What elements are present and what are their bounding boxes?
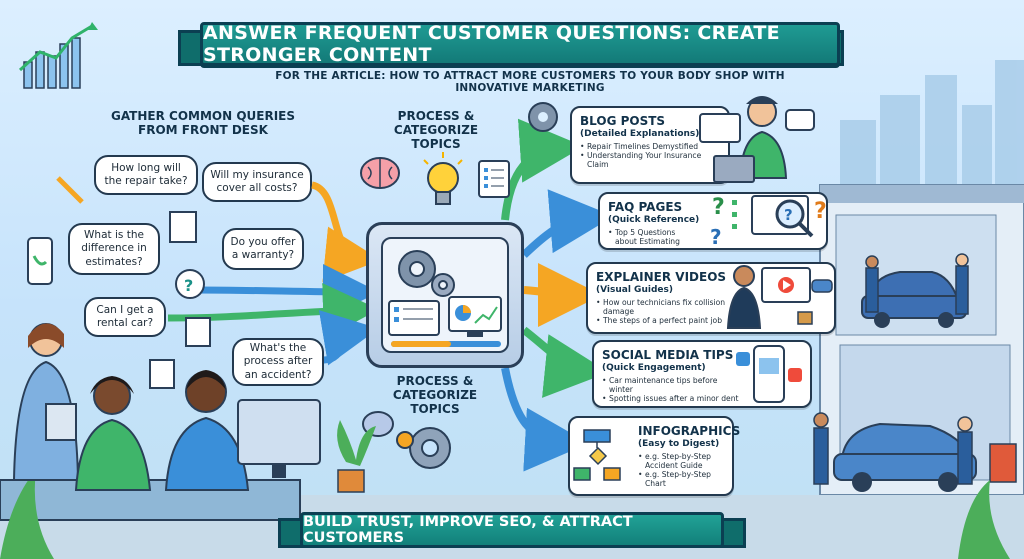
title-ribbon-left-tail — [178, 30, 204, 66]
mechanic-icon — [865, 253, 969, 315]
mechanic-icon — [813, 412, 973, 485]
card-list-item: The steps of a perfect paint job — [596, 316, 726, 325]
question-bubble: Can I get a rental car? — [84, 297, 166, 337]
content-processor-machine — [366, 222, 524, 368]
card-list-item: Car maintenance tips before winter — [602, 376, 742, 394]
flowchart-icon — [573, 429, 621, 481]
video-screen-icon — [761, 267, 811, 303]
svg-text:?: ? — [784, 206, 793, 224]
card-list-item: Top 5 Questions about Estimating — [608, 228, 698, 246]
card-list: How our technicians fix collision damage… — [596, 298, 726, 325]
staff-man-icon — [164, 370, 250, 491]
blogger-person-icon — [713, 96, 788, 183]
card-title: EXPLAINER VIDEOS — [596, 270, 727, 284]
heart-icon — [788, 368, 802, 382]
car-icon — [861, 271, 967, 328]
monitor-icon — [448, 296, 502, 337]
svg-text:?: ? — [184, 276, 193, 295]
card-list-item: e.g. Step-by-Step Accident Guide — [638, 452, 724, 470]
phone-icon — [27, 237, 53, 285]
gear-icon — [431, 273, 455, 297]
processor-contents — [388, 250, 502, 347]
card-list: Car maintenance tips before winter Spott… — [602, 376, 742, 403]
question-mark-icon: ? — [814, 199, 827, 224]
card-list: Repair Timelines Demystified Understandi… — [580, 142, 720, 169]
page-title: ANSWER FREQUENT CUSTOMER QUESTIONS: CREA… — [200, 22, 840, 66]
page-subtitle: FOR THE ARTICLE: HOW TO ATTRACT MORE CUS… — [275, 70, 785, 94]
pencil-icon — [56, 176, 84, 204]
card-list-item: Spotting issues after a minor dent — [602, 394, 742, 403]
document-icon — [478, 160, 510, 198]
card-list-item: How our technicians fix collision damage — [596, 298, 726, 316]
plant-icon — [0, 470, 1010, 559]
magnifier-icon: ? — [751, 195, 814, 238]
card-title: SOCIAL MEDIA TIPS — [602, 348, 734, 362]
gear-icon — [396, 431, 414, 449]
phone-icon — [753, 345, 785, 403]
browser-icon — [699, 113, 741, 143]
lightbulb-icon — [423, 152, 463, 205]
car-icon — [811, 279, 833, 293]
card-list-item: Understanding Your Insurance Claim — [580, 151, 720, 169]
question-bubble: How long will the repair take? — [94, 155, 198, 195]
card-list: e.g. Step-by-Step Accident Guide e.g. St… — [638, 452, 724, 488]
question-mark-icon: ? — [712, 195, 725, 220]
output-card-infographics: INFOGRAPHICS (Easy to Digest) e.g. Step-… — [568, 416, 741, 496]
potted-plant-icon — [337, 420, 376, 493]
gears-cluster — [362, 411, 451, 469]
tool-cart-icon — [989, 443, 1017, 483]
question-bubble: Do you offer a warranty? — [222, 228, 304, 270]
gear-icon — [409, 427, 451, 469]
card-subtitle: (Quick Engagement) — [602, 363, 706, 373]
card-title: INFOGRAPHICS — [638, 424, 741, 438]
staff-woman-icon — [74, 376, 152, 491]
process-heading-bottom: PROCESS & CATEGORIZE TOPICS — [392, 374, 478, 416]
card-list-item: Repair Timelines Demystified — [580, 142, 720, 151]
presenter-person-icon — [726, 265, 762, 329]
process-heading-top: PROCESS & CATEGORIZE TOPICS — [393, 109, 479, 151]
question-bubble: Will my insurance cover all costs? — [202, 162, 312, 202]
question-mark-icon: ? — [175, 269, 205, 299]
card-subtitle: (Detailed Explanations) — [580, 129, 700, 139]
gear-icon — [528, 102, 558, 132]
card-subtitle: (Easy to Digest) — [638, 439, 720, 449]
card-subtitle: (Visual Guides) — [596, 285, 673, 295]
footer-banner: BUILD TRUST, IMPROVE SEO, & ATTRACT CUST… — [300, 512, 724, 548]
card-list: Top 5 Questions about Estimating — [608, 228, 698, 246]
processor-panel — [381, 237, 509, 353]
card-list-item: e.g. Step-by-Step Chart — [638, 470, 724, 488]
card-title: BLOG POSTS — [580, 114, 666, 128]
card-title: FAQ PAGES — [608, 200, 683, 214]
checklist-icon — [732, 200, 737, 229]
question-mark-icon: ? — [710, 225, 722, 249]
gather-queries-heading: GATHER COMMON QUERIES FROM FRONT DESK — [110, 109, 296, 137]
gear-icon — [398, 250, 436, 288]
question-bubble: What is the difference in estimates? — [68, 223, 160, 275]
box-icon — [797, 311, 813, 325]
like-icon — [736, 352, 750, 366]
receptionist-person-icon — [12, 323, 80, 481]
brain-icon — [360, 157, 400, 189]
computer-monitor-icon — [237, 399, 321, 478]
chat-icon — [785, 109, 815, 131]
notepad-icon — [149, 211, 211, 389]
card-subtitle: (Quick Reference) — [608, 215, 700, 225]
